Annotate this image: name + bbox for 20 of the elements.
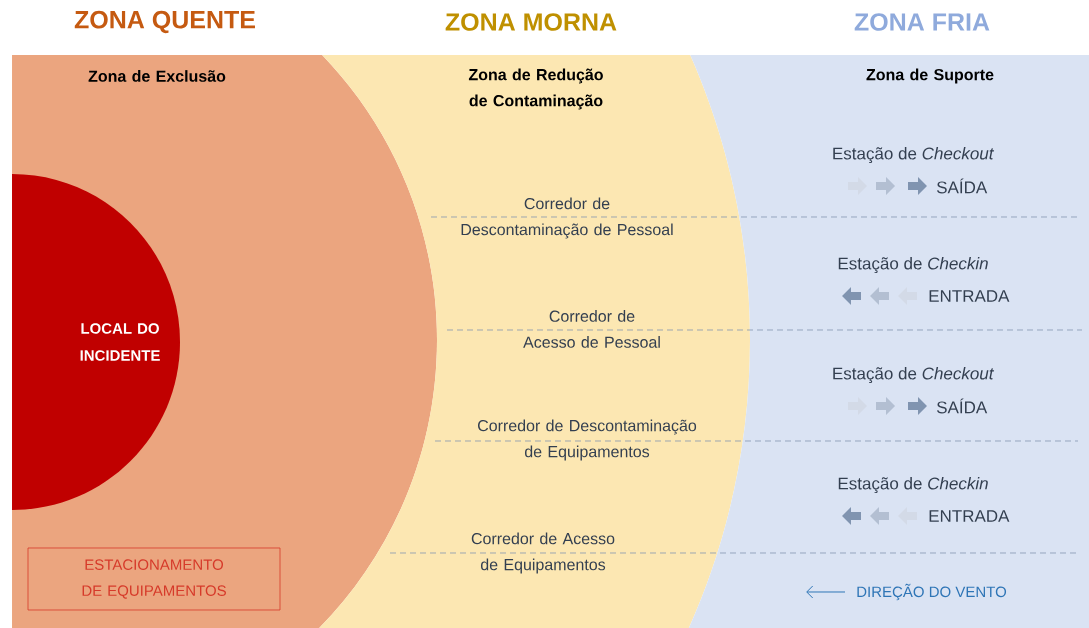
zone-subheading: Zona de Exclusão bbox=[88, 70, 226, 82]
flow-label: SAÍDA bbox=[936, 178, 988, 194]
zone-subheading: Zona de Redução de Contaminação bbox=[468, 68, 603, 110]
corridor-label: Corredor de Acesso de Pessoal bbox=[523, 310, 660, 348]
zone-heading: ZONA FRIA bbox=[854, 13, 990, 31]
corridor-label: Corredor de Descontaminação de Equipamentos bbox=[478, 419, 697, 461]
zone-heading: ZONA QUENTE bbox=[74, 10, 255, 34]
flow-label: SAÍDA bbox=[936, 398, 988, 414]
flow-label: ENTRADA bbox=[929, 290, 1010, 302]
zone-heading: ZONA MORNA bbox=[445, 13, 617, 31]
flow-label: ENTRADA bbox=[929, 510, 1010, 522]
corridor-label: Corredor de Descontaminação de Pessoal bbox=[461, 197, 673, 239]
zone-subheading: Zona de Suporte bbox=[866, 68, 994, 84]
station-label: Estação de Checkin bbox=[838, 477, 988, 493]
station-label: Estação de Checkout bbox=[833, 367, 995, 383]
corridor-label: Corredor de Acesso de Equipamentos bbox=[471, 532, 615, 574]
station-label: Estação de Checkin bbox=[838, 257, 988, 273]
wind-label: DIREÇÃO DO VENTO bbox=[857, 583, 1007, 601]
station-label: Estação de Checkout bbox=[833, 147, 995, 163]
parking-box: ESTACIONAMENTO DE EQUIPAMENTOS bbox=[27, 547, 281, 611]
